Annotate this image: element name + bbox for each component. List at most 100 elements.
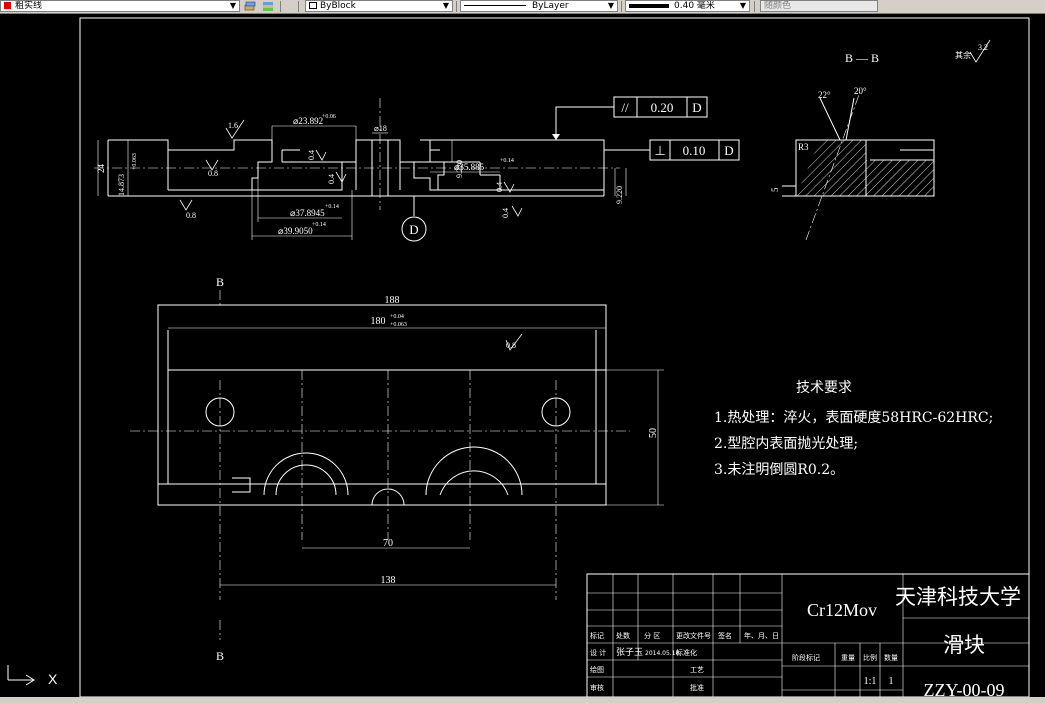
plan-view	[157, 304, 607, 506]
dim-180: 180	[371, 316, 386, 327]
tb-design-date: 2014.05.10	[645, 650, 680, 657]
linetype-dropdown[interactable]: ByBlock	[305, 0, 453, 12]
tech-req-3: 3.未注明倒圆R0.2。	[714, 462, 844, 478]
dim-d37: ⌀37.8945	[290, 208, 325, 218]
centerlines-top	[94, 98, 620, 210]
tb-scale: 1:1	[864, 676, 877, 687]
hatch-area-left	[796, 140, 866, 196]
chevron-down-icon[interactable]: ▼	[229, 1, 237, 10]
drawing-border	[79, 17, 1030, 698]
dim-d23: ⌀23.892	[293, 116, 323, 126]
dim-lines-top	[97, 125, 627, 240]
roughness-0-4a: 0.4	[307, 150, 316, 160]
ucs-icon	[7, 665, 35, 686]
tb-designer: 张子玉	[616, 647, 643, 658]
tb-h-design: 设 计	[590, 648, 606, 657]
dim-d35-tol: +0.14	[500, 158, 514, 164]
dim-d37-tol: +0.14	[325, 204, 339, 210]
layer-dropdown[interactable]: 粗实线	[0, 0, 240, 12]
toolbar-separator	[298, 1, 299, 12]
tb-h-draw: 绘图	[590, 665, 604, 674]
tech-requirements: 技术要求 1.热处理：淬火，表面硬度58HRC-62HRC; 2.型腔内表面抛光…	[714, 380, 993, 478]
layer-previous-icon[interactable]	[244, 1, 256, 11]
toolbar-separator	[456, 1, 457, 12]
tb-school: 天津科技大学	[895, 585, 1021, 609]
dim-d18: ⌀18	[374, 124, 387, 133]
status-bar	[0, 697, 1045, 703]
roughness-other-label: 其余	[955, 50, 971, 60]
tb-part-name: 滑块	[943, 633, 985, 657]
dim-lines-plan	[158, 304, 664, 586]
roughness-texts: 1.6 0.8 0.8 0.4 0.4 0.4 0.4 0.8	[186, 121, 516, 350]
datum-label: D	[409, 222, 418, 237]
linetype-layer-value: ByLayer	[532, 1, 569, 11]
toolbar-separator	[621, 1, 622, 12]
dim-d39: ⌀39.9050	[278, 226, 313, 236]
tb-h-qty: 数量	[884, 653, 898, 662]
dim-d23-tol: +0.06	[322, 114, 336, 120]
tol-perp-value: 0.10	[683, 143, 706, 158]
ucs-x-label: X	[48, 671, 58, 687]
layer-manager-icon[interactable]	[262, 1, 274, 11]
tolerance-frame-parallel	[555, 96, 708, 138]
dim-180-tol-dn: +0.063	[390, 322, 407, 328]
angle-20: 20°	[854, 86, 867, 96]
roughness-1-6: 1.6	[228, 121, 238, 130]
chevron-down-icon[interactable]: ▼	[739, 1, 747, 10]
plot-style-dropdown[interactable]: 随颜色	[760, 0, 878, 12]
dim-d35: ⌀35.885	[454, 162, 485, 172]
tech-req-title: 技术要求	[796, 380, 852, 396]
dim-h14: 14.873	[117, 174, 126, 196]
tech-req-1: 1.热处理：淬火，表面硬度58HRC-62HRC;	[714, 410, 993, 426]
radius-r3: R3	[798, 142, 809, 152]
tb-h-date: 年、月、日	[744, 631, 779, 640]
datum-marker	[401, 195, 427, 242]
view-label-top: B	[216, 275, 224, 289]
tb-h-review: 审核	[590, 683, 604, 692]
line-sample	[464, 5, 526, 6]
dim-h9: 9.220	[455, 160, 464, 178]
properties-toolbar: 粗实线 ▼ ByBlock ▼ ByLayer ▼ 0.40 毫米 ▼ 随颜色	[0, 0, 1045, 14]
dim-texts-plan: 188 180 +0.04 +0.063 50 70 138 B B	[216, 275, 659, 663]
view-label-bottom: B	[216, 649, 224, 663]
toolbar-separator	[280, 1, 281, 12]
tb-drawing-no: ZZY-00-09	[924, 680, 1005, 700]
tb-h-mark: 标记	[590, 631, 604, 640]
tb-h-count: 处数	[616, 631, 630, 640]
tb-qty: 1	[889, 676, 894, 687]
tol-parallel-datum: D	[692, 100, 701, 115]
lineweight-layer-dropdown[interactable]: ByLayer	[460, 0, 618, 12]
dim-d39-tol: +0.14	[312, 222, 326, 228]
leader-arrow	[552, 134, 560, 140]
section-view	[107, 139, 605, 197]
roughness-0-4c: 0.4	[495, 182, 504, 192]
dim-texts-top: ⌀23.892 +0.06 ⌀18 ⌀35.885 +0.14 ⌀37.8945…	[96, 114, 624, 236]
roughness-0-4b: 0.4	[327, 174, 336, 184]
chevron-down-icon[interactable]: ▼	[607, 1, 615, 10]
dim-h24: 24	[96, 164, 106, 174]
bb-texts: B — B 22° 20° R3 5 其余 3.2	[770, 43, 988, 192]
tb-h-stage: 阶段标记	[792, 653, 820, 662]
tol-perp-datum: D	[724, 143, 733, 158]
dim-70: 70	[383, 538, 393, 549]
plot-style-value: 随颜色	[764, 1, 792, 11]
dim-h14-tol: +0.063	[132, 153, 138, 170]
roughness-0-8a: 0.8	[208, 169, 218, 178]
linetype-swatch	[309, 2, 317, 9]
linetype-value: ByBlock	[320, 1, 356, 11]
tech-req-2: 2.型腔内表面抛光处理;	[714, 436, 858, 452]
tb-h-sign: 签名	[718, 631, 732, 640]
title-block-texts: 标记 处数 分 区 更改文件号 签名 年、月、日 设 计 张子玉 2014.05…	[590, 631, 898, 692]
tb-material: Cr12Mov	[807, 600, 877, 620]
tb-h-std: 标准化	[676, 648, 697, 657]
hatch-area-right	[866, 160, 934, 196]
lineweight-dropdown[interactable]: 0.40 毫米	[625, 0, 750, 12]
chevron-down-icon[interactable]: ▼	[442, 1, 450, 10]
roughness-other-value: 3.2	[978, 43, 988, 52]
roughness-other-symbol	[969, 39, 991, 63]
tol-perp-symbol: ⊥	[654, 143, 665, 158]
tb-h-approve: 批准	[690, 683, 704, 692]
dim-50: 50	[648, 428, 659, 438]
tb-h-proc: 工艺	[690, 666, 704, 674]
